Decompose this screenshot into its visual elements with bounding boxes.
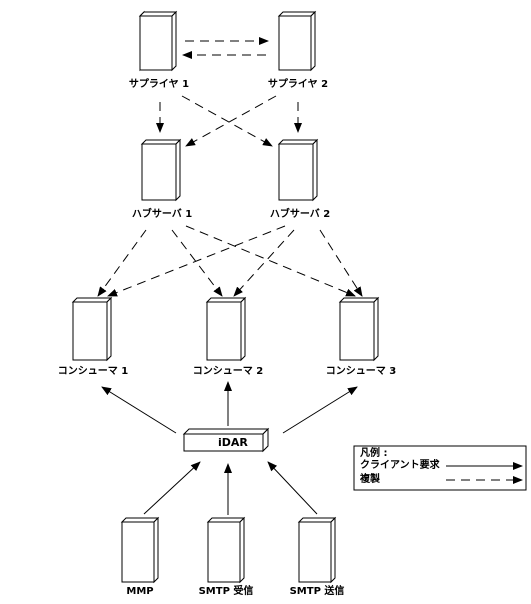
hub2-server xyxy=(277,138,319,202)
consumer1-label: コンシューマ 1 xyxy=(57,366,129,377)
repl-h2-c2 xyxy=(233,229,295,297)
mmp-server xyxy=(120,516,160,584)
hub1-server xyxy=(140,138,182,202)
idar-label: iDAR xyxy=(218,436,248,449)
legend-replication: 複製 xyxy=(360,474,380,485)
repl-s1-h2 xyxy=(181,95,273,147)
consumer2-server xyxy=(205,296,247,362)
req-smtpout-idar xyxy=(267,461,318,515)
smtp-in-label: SMTP 受信 xyxy=(198,586,254,597)
supplier1-server xyxy=(138,10,178,72)
legend-title: 凡例 : xyxy=(360,448,388,459)
supplier2-label: サプライヤ 2 xyxy=(267,79,329,90)
consumer1-server xyxy=(71,296,113,362)
idar-box xyxy=(182,427,270,453)
legend-box xyxy=(353,445,527,491)
hub2-label: ハブサーバ 2 xyxy=(269,209,331,220)
req-mmp-idar xyxy=(143,461,201,515)
repl-h2-c1 xyxy=(107,225,286,297)
req-idar-c3 xyxy=(282,386,358,434)
consumer2-label: コンシューマ 2 xyxy=(192,366,264,377)
supplier1-label: サプライヤ 1 xyxy=(128,79,190,90)
repl-h1-c2 xyxy=(171,229,223,297)
smtp-in-server xyxy=(206,516,246,584)
supplier2-server xyxy=(277,10,317,72)
consumer3-server xyxy=(338,296,380,362)
hub1-label: ハブサーバ 1 xyxy=(131,209,193,220)
req-idar-c1 xyxy=(101,386,177,434)
repl-h1-c1 xyxy=(97,229,147,297)
consumer3-label: コンシューマ 3 xyxy=(325,366,397,377)
smtp-out-server xyxy=(297,516,337,584)
repl-h1-c3 xyxy=(185,225,356,297)
repl-h2-c3 xyxy=(319,229,363,297)
repl-s2-h1 xyxy=(185,95,277,147)
smtp-out-label: SMTP 送信 xyxy=(289,586,345,597)
legend-client-request: クライアント要求 xyxy=(360,460,440,471)
mmp-label: MMP xyxy=(126,586,154,597)
